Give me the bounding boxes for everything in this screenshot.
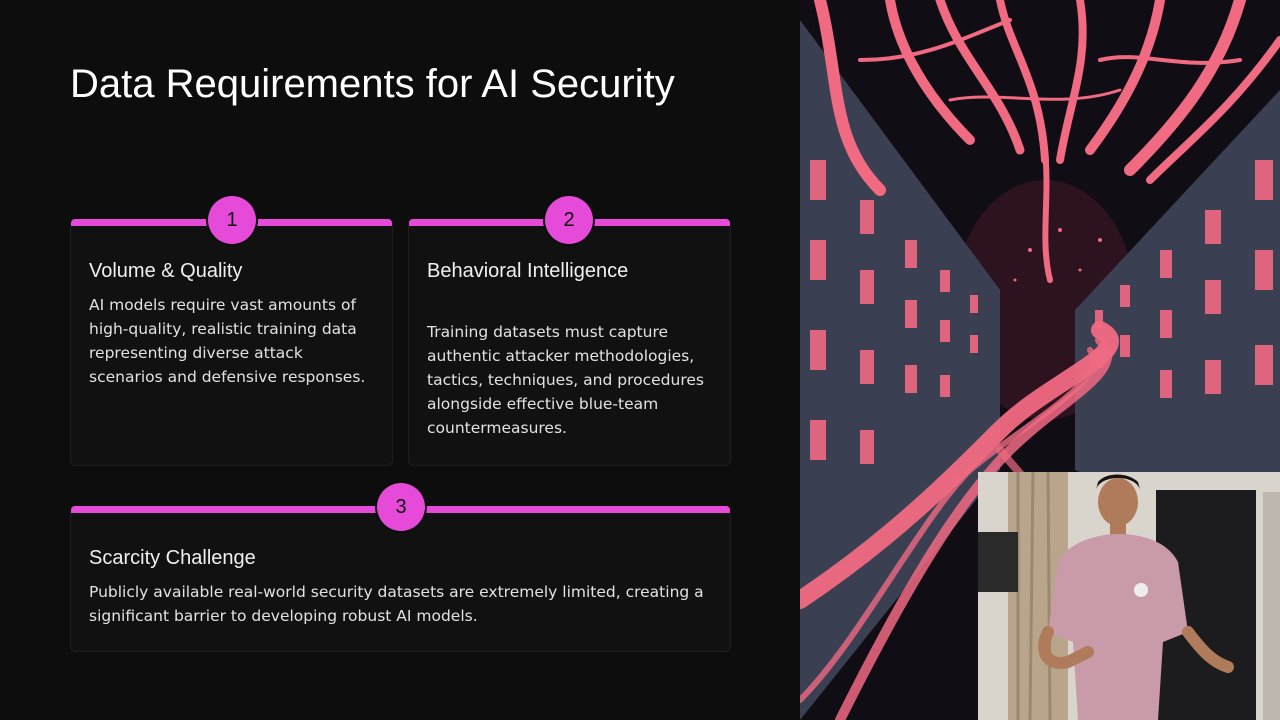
presentation-slide: Data Requirements for AI Security 1 Volu… — [70, 62, 731, 652]
card-heading: Scarcity Challenge — [89, 547, 256, 569]
card-description: Training datasets must capture authentic… — [427, 323, 704, 437]
card-heading: Volume & Quality — [89, 260, 243, 282]
card-heading: Behavioral Intelligence — [427, 260, 629, 282]
slide-title: Data Requirements for AI Security — [70, 62, 675, 106]
card-scarcity-challenge: 3 Scarcity Challenge Publicly available … — [70, 483, 731, 652]
slide-illustration — [800, 0, 1280, 720]
card-behavioral-intelligence: 2 Behavioral Intelligence Training datas… — [408, 196, 731, 466]
card-volume-quality: 1 Volume & Quality AI models require vas… — [70, 196, 393, 466]
step-number-badge: 1 — [208, 196, 256, 244]
presenter-webcam — [978, 472, 1280, 720]
step-number-badge: 3 — [377, 483, 425, 531]
card-description: AI models require vast amounts of high-q… — [89, 296, 366, 386]
step-number-badge: 2 — [545, 196, 593, 244]
card-description: Publicly available real-world security d… — [89, 583, 704, 625]
